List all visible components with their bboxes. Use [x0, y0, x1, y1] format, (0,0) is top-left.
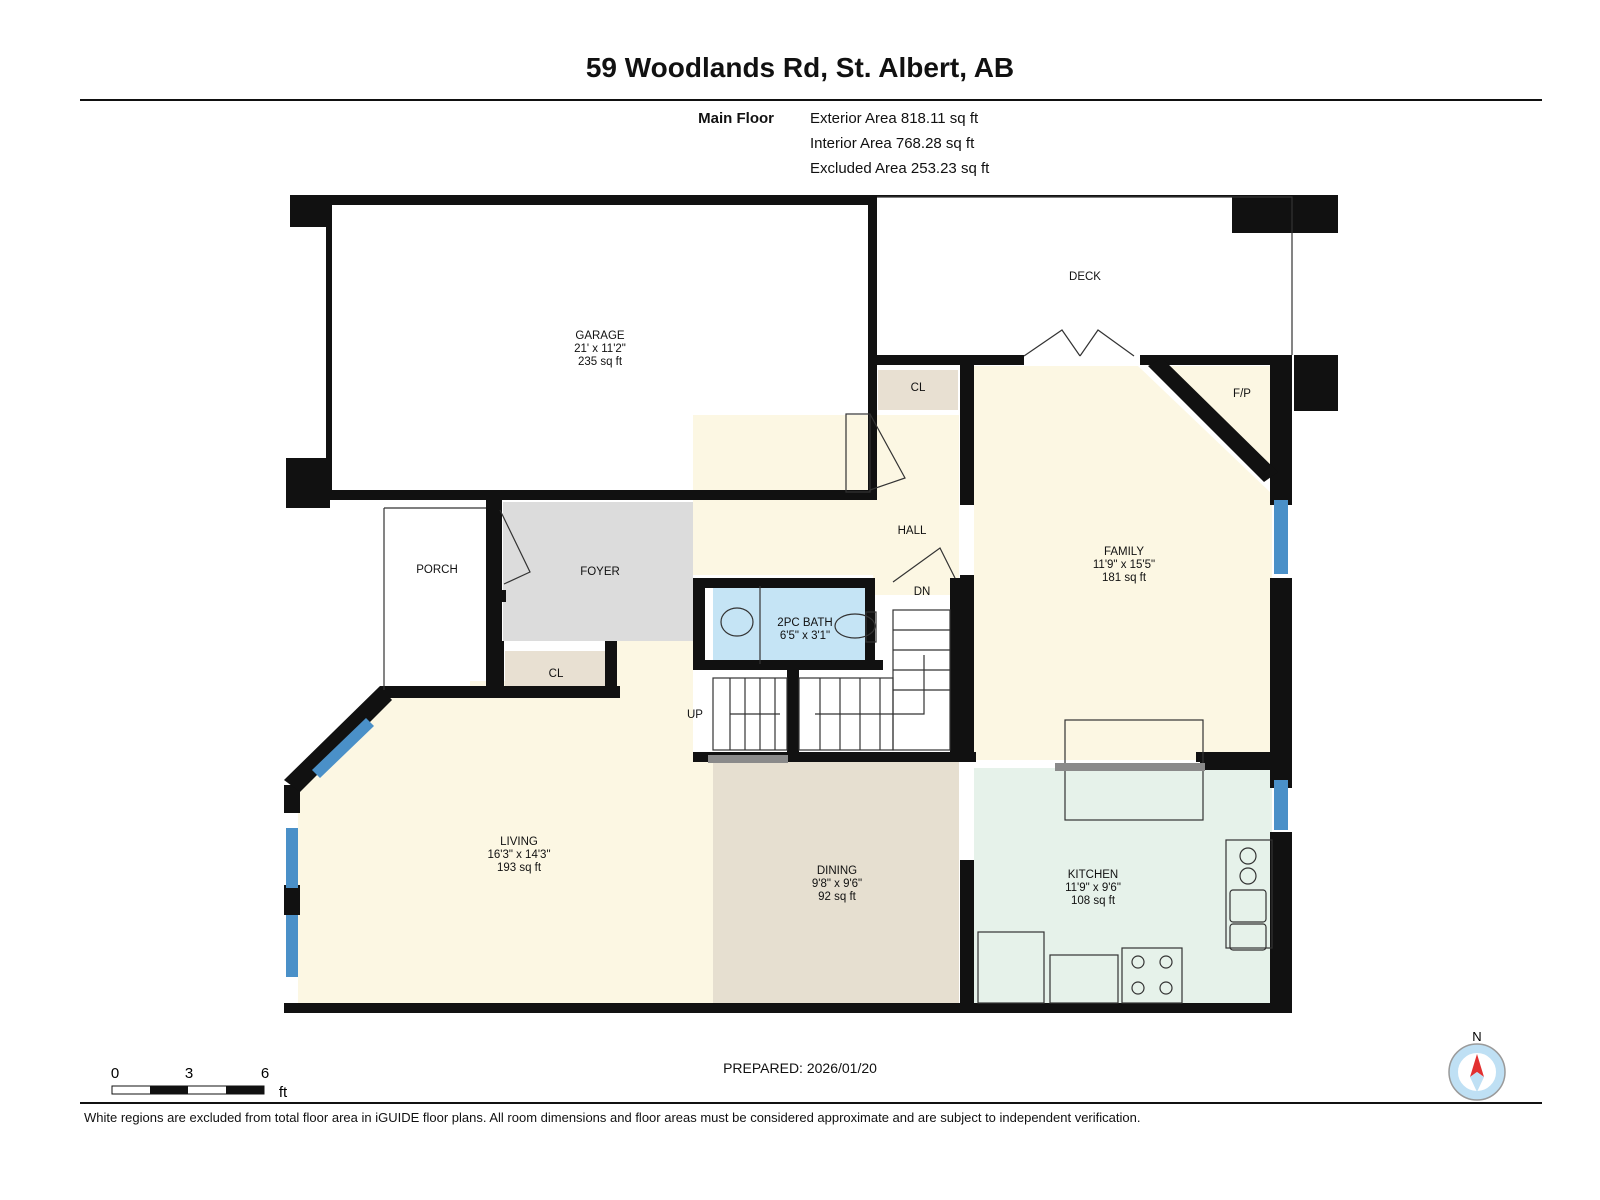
windows — [286, 500, 1288, 977]
bath-fill — [713, 586, 873, 664]
kitchen-name: KITCHEN — [1068, 869, 1118, 881]
scale-unit: ft — [279, 1084, 288, 1101]
garage-dims: 21' x 11'2" — [574, 343, 626, 355]
stairs-up-label: UP — [687, 709, 703, 721]
family-dims: 11'9" x 15'5" — [1093, 559, 1155, 571]
bath-dims: 6'5" x 3'1" — [780, 630, 830, 642]
hall-fill-2 — [873, 575, 959, 595]
living-dims: 16'3" x 14'3" — [487, 849, 550, 861]
page-title: 59 Woodlands Rd, St. Albert, AB — [585, 52, 1015, 83]
dining-area: 92 sq ft — [818, 891, 857, 903]
kitchen-area: 108 sq ft — [1071, 895, 1116, 907]
foyer-fill — [503, 502, 693, 641]
walls — [284, 195, 1338, 1013]
bath-name: 2PC BATH — [777, 617, 832, 629]
interior-area: Interior Area 768.28 sq ft — [810, 135, 975, 152]
room-labels: GARAGE 21' x 11'2" 235 sq ft DECK CL F/P… — [416, 271, 1251, 907]
counter-edge — [1055, 763, 1205, 771]
stair-edge — [708, 755, 788, 763]
outlines — [383, 196, 1293, 1004]
family-area: 181 sq ft — [1102, 572, 1147, 584]
compass-north-label: N — [1472, 1029, 1481, 1044]
garage-area: 235 sq ft — [578, 356, 623, 368]
hall-closet-name: CL — [911, 382, 926, 394]
scale-bar: 0 3 6 ft — [111, 1065, 288, 1101]
living-name: LIVING — [500, 836, 538, 848]
closet-hall-fill — [878, 370, 958, 410]
garage-name: GARAGE — [575, 330, 625, 342]
porch-name: PORCH — [416, 564, 458, 576]
prepared-date: PREPARED: 2026/01/20 — [723, 1060, 877, 1076]
scale-tick-6: 6 — [261, 1065, 269, 1082]
living-area: 193 sq ft — [497, 862, 542, 874]
living-fill — [298, 641, 713, 1003]
dining-fill — [713, 760, 959, 1003]
disclaimer: White regions are excluded from total fl… — [84, 1110, 1141, 1125]
scale-tick-3: 3 — [185, 1065, 193, 1082]
stairs-down-label: DN — [914, 586, 931, 598]
compass: N — [1448, 1029, 1506, 1101]
family-fill — [974, 366, 1272, 760]
kitchen-dims: 11'9" x 9'6" — [1065, 882, 1121, 894]
excluded-area: Excluded Area 253.23 sq ft — [810, 160, 990, 177]
deck-name: DECK — [1069, 271, 1101, 283]
fireplace-name: F/P — [1233, 388, 1251, 400]
scale-tick-0: 0 — [111, 1065, 119, 1082]
hall-name: HALL — [898, 525, 927, 537]
kitchen-fill — [974, 768, 1272, 1003]
dining-dims: 9'8" x 9'6" — [812, 878, 862, 890]
footer-rule — [80, 1102, 1542, 1104]
floor-label: Main Floor — [698, 110, 774, 127]
family-name: FAMILY — [1104, 546, 1144, 558]
foyer-name: FOYER — [580, 566, 620, 578]
dining-name: DINING — [817, 865, 857, 877]
foyer-closet-name: CL — [549, 668, 564, 680]
header-rule — [80, 99, 1542, 101]
exterior-area: Exterior Area 818.11 sq ft — [810, 110, 979, 127]
